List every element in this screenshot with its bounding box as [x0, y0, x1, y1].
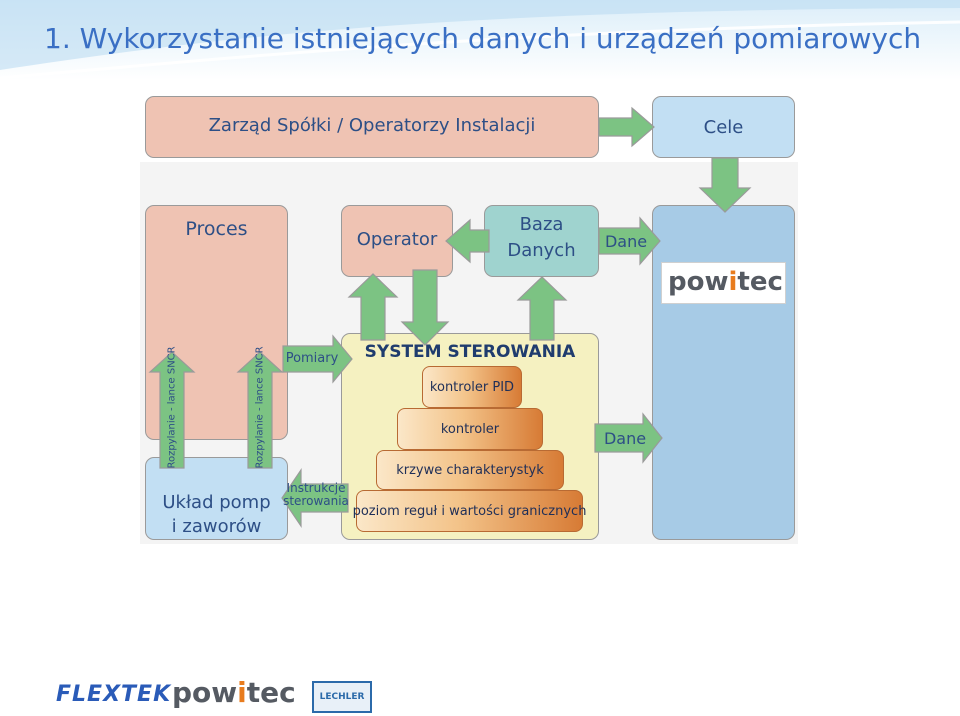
arrow-instructions	[281, 468, 349, 528]
pumps-label-line2: i zaworów	[171, 516, 262, 537]
goals-label: Cele	[703, 117, 744, 138]
arrow-management-to-goals	[598, 106, 655, 148]
arrow-control-to-operator	[347, 273, 399, 341]
sncr-left-label: Rozpylanie - lance SNCR	[166, 346, 178, 469]
data-bottom-label: Dane	[603, 429, 647, 448]
pyramid-tier-controller: kontroler	[397, 408, 543, 450]
arrow-sncr-right	[236, 351, 284, 469]
database-label-line2: Danych	[507, 240, 576, 261]
lechler-logo: LECHLER	[312, 681, 372, 713]
arrow-data-top	[598, 216, 661, 266]
sncr-right-label: Rozpylanie - lance SNCR	[254, 346, 266, 469]
operator-label: Operator	[356, 229, 438, 250]
operator-box: Operator	[341, 205, 453, 277]
management-box: Zarząd Spółki / Operatorzy Instalacji	[145, 96, 599, 158]
pyramid-tier-curves: krzywe charakterystyk	[376, 450, 564, 490]
measurements-label: Pomiary	[285, 351, 339, 366]
arrow-database-to-operator	[445, 218, 490, 264]
arrow-data-bottom	[594, 412, 663, 464]
pyramid-tier-pid: kontroler PID	[422, 366, 522, 408]
analysis-box: powitec	[652, 205, 795, 540]
footer-powitec-logo: powitec	[172, 676, 296, 709]
management-label: Zarząd Spółki / Operatorzy Instalacji	[208, 115, 536, 136]
flextek-logo: FLEXTEK	[56, 682, 172, 707]
arrow-sncr-left	[148, 351, 196, 469]
pumps-label-line1: Układ pomp	[162, 492, 271, 513]
data-top-label: Dane	[604, 232, 648, 251]
instructions-label-line2: sterowania	[283, 494, 349, 508]
arrow-control-to-database	[516, 276, 568, 341]
arrow-goals-to-analysis	[698, 157, 752, 213]
process-label: Proces	[185, 218, 248, 240]
powitec-logo-panel: powitec	[661, 262, 786, 304]
powitec-logo: powitec	[668, 267, 783, 297]
page-title: 1. Wykorzystanie istniejących danych i u…	[44, 22, 922, 55]
arrow-operator-to-control	[400, 269, 450, 346]
banner-swoosh	[0, 0, 960, 80]
header-banner: 1. Wykorzystanie istniejących danych i u…	[0, 0, 960, 80]
arrow-measurements	[282, 334, 353, 384]
instructions-label-line1: Instrukcje	[286, 481, 346, 495]
control-system-label: SYSTEM STEROWANIA	[364, 342, 576, 362]
pyramid-tier-rules: poziom reguł i wartości granicznych	[353, 490, 586, 532]
pumps-valves-box: Układ pomp i zaworów	[145, 457, 288, 540]
database-label-line1: Baza	[519, 214, 564, 235]
